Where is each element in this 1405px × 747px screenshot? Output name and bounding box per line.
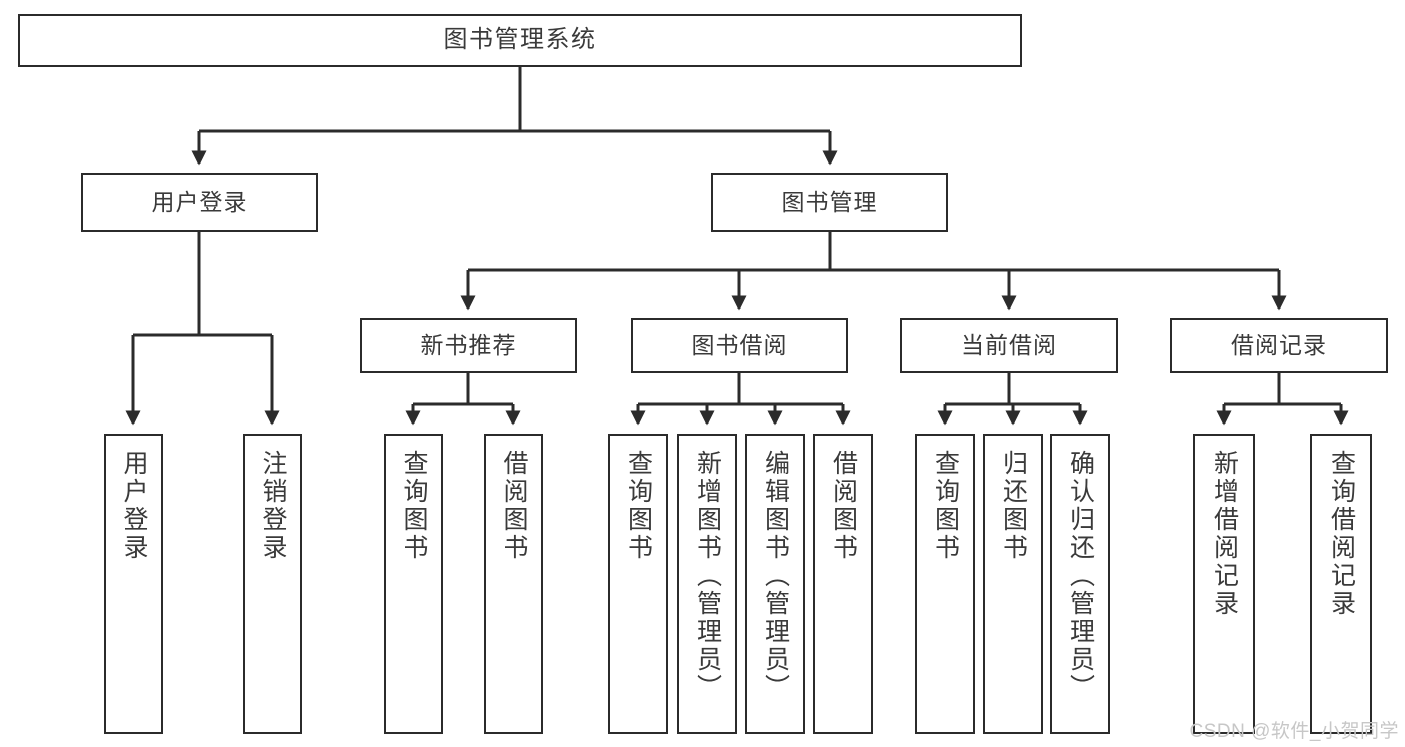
node-leaf-logout[interactable]: 注销登录 — [243, 434, 302, 734]
node-current-borrow[interactable]: 当前借阅 — [900, 318, 1118, 373]
node-root[interactable]: 图书管理系统 — [18, 14, 1022, 67]
node-leaf-query-book-2-label: 查询图书 — [624, 450, 653, 562]
node-book-borrow-label: 图书借阅 — [691, 331, 788, 358]
node-new-book-rec-label: 新书推荐 — [420, 331, 517, 358]
node-leaf-confirm-return-label: 确认归还（管理员） — [1066, 450, 1095, 702]
node-leaf-query-book-1[interactable]: 查询图书 — [384, 434, 443, 734]
node-leaf-borrow-book-2-label: 借阅图书 — [829, 450, 858, 562]
node-leaf-edit-book[interactable]: 编辑图书（管理员） — [745, 434, 805, 734]
node-leaf-add-record[interactable]: 新增借阅记录 — [1193, 434, 1255, 734]
node-root-label: 图书管理系统 — [443, 26, 597, 54]
node-leaf-add-record-label: 新增借阅记录 — [1210, 450, 1239, 618]
node-leaf-return-book[interactable]: 归还图书 — [983, 434, 1043, 734]
node-leaf-query-record[interactable]: 查询借阅记录 — [1310, 434, 1372, 734]
node-leaf-add-book-label: 新增图书（管理员） — [693, 450, 722, 702]
node-leaf-query-record-label: 查询借阅记录 — [1327, 450, 1356, 618]
node-user-login-label: 用户登录 — [151, 188, 248, 215]
node-user-login[interactable]: 用户登录 — [81, 173, 318, 232]
node-leaf-query-book-3[interactable]: 查询图书 — [915, 434, 975, 734]
node-leaf-user-login-label: 用户登录 — [120, 450, 148, 562]
node-borrow-record[interactable]: 借阅记录 — [1170, 318, 1388, 373]
node-leaf-logout-label: 注销登录 — [259, 450, 287, 562]
node-leaf-borrow-book-1-label: 借阅图书 — [500, 450, 528, 562]
node-book-manage[interactable]: 图书管理 — [711, 173, 948, 232]
node-leaf-user-login[interactable]: 用户登录 — [104, 434, 163, 734]
node-leaf-query-book-3-label: 查询图书 — [931, 450, 960, 562]
node-leaf-add-book[interactable]: 新增图书（管理员） — [677, 434, 737, 734]
node-leaf-return-book-label: 归还图书 — [999, 450, 1028, 562]
node-book-borrow[interactable]: 图书借阅 — [631, 318, 848, 373]
node-new-book-rec[interactable]: 新书推荐 — [360, 318, 577, 373]
node-book-manage-label: 图书管理 — [781, 188, 878, 215]
node-leaf-query-book-1-label: 查询图书 — [400, 450, 428, 562]
node-borrow-record-label: 借阅记录 — [1231, 331, 1327, 358]
node-leaf-query-book-2[interactable]: 查询图书 — [608, 434, 668, 734]
node-leaf-edit-book-label: 编辑图书（管理员） — [761, 450, 790, 702]
node-leaf-borrow-book-1[interactable]: 借阅图书 — [484, 434, 543, 734]
node-current-borrow-label: 当前借阅 — [961, 331, 1057, 358]
node-leaf-confirm-return[interactable]: 确认归还（管理员） — [1050, 434, 1110, 734]
node-leaf-borrow-book-2[interactable]: 借阅图书 — [813, 434, 873, 734]
